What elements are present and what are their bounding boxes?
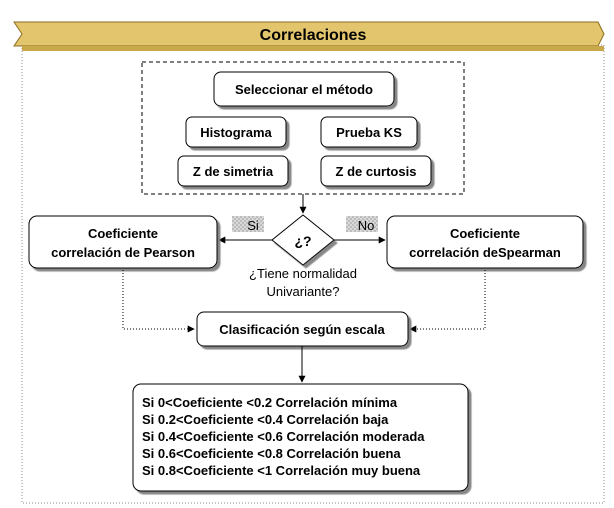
histogram-box — [185, 116, 287, 148]
decision-question-line2: Univariante? — [267, 284, 340, 299]
spearman-line2: correlación deSpearman — [409, 245, 561, 260]
method-group — [141, 61, 465, 195]
no-label: No — [358, 218, 375, 233]
pearson-line1: Coeficiente — [88, 226, 158, 241]
scale-row: Si 0.6<Coeficiente <0.8 Correlación buen… — [142, 446, 401, 461]
banner-title: Correlaciones — [260, 27, 367, 44]
banner-shadow — [22, 46, 604, 51]
scale-row: Si 0.8<Coeficiente <1 Correlación muy bu… — [142, 463, 421, 478]
decision-diamond — [271, 214, 335, 266]
yes-label-bg — [232, 216, 264, 232]
scale-box — [132, 383, 469, 492]
select-method-label: Seleccionar el método — [235, 82, 373, 97]
classification-label: Clasificación según escala — [219, 322, 385, 337]
spearman-line1: Coeficiente — [450, 226, 520, 241]
scale-row: Si 0.4<Coeficiente <0.6 Correlación mode… — [142, 429, 425, 444]
ks-test-box — [320, 116, 418, 148]
yes-label: Si — [247, 218, 259, 233]
histogram-label: Histograma — [200, 125, 272, 140]
select-method-box — [213, 71, 395, 107]
ks-test-label: Prueba KS — [336, 125, 402, 140]
pearson-line2: correlación de Pearson — [51, 245, 195, 260]
symmetry-z-box — [177, 155, 289, 187]
scale-row: Si 0.2<Coeficiente <0.4 Correlación baja — [142, 412, 389, 427]
kurtosis-z-box — [320, 155, 432, 187]
pearson-to-classification-connector — [122, 270, 195, 333]
pearson-box — [28, 215, 218, 269]
kurtosis-z-label: Z de curtosis — [336, 164, 417, 179]
decision-symbol: ¿? — [294, 233, 311, 249]
decision-question-line1: ¿Tiene normalidad — [249, 266, 357, 281]
spearman-box — [386, 215, 584, 269]
spearman-to-classification-connector — [409, 270, 486, 333]
no-label-bg — [346, 216, 378, 232]
scale-row: Si 0<Coeficiente <0.2 Correlación mínima — [142, 395, 398, 410]
symmetry-z-label: Z de simetria — [193, 164, 274, 179]
